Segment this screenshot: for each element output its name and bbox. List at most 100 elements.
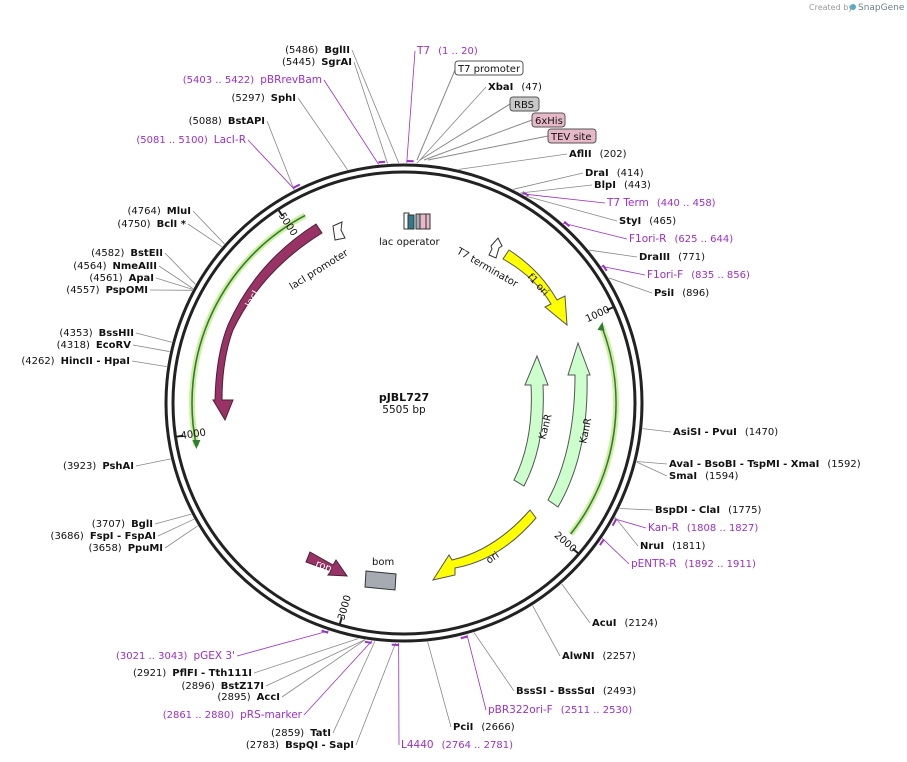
- leader-ppumi: [164, 525, 199, 549]
- site-label-tati[interactable]: (2859)TatI: [271, 728, 331, 739]
- site-label-sphi[interactable]: (5297)SphI: [232, 93, 296, 104]
- site-label-bsshii[interactable]: (4353)BssHII: [59, 328, 134, 339]
- site-label-acci[interactable]: (2895)AccI: [217, 692, 280, 703]
- site-label-f1ori-f[interactable]: F1ori-F(835 .. 856): [647, 269, 750, 281]
- site-label-bspdi-clai[interactable]: BspDI - ClaI(1775): [655, 505, 761, 516]
- site-label-prs-marker[interactable]: (2861 .. 2880)pRS-marker: [163, 709, 303, 721]
- tick-label-1000: 1000: [584, 304, 612, 325]
- site-text-kan-r: Kan-R(1808 .. 1827): [648, 522, 758, 534]
- site-name: PciI: [453, 722, 473, 733]
- site-text-f1ori-f: F1ori-F(835 .. 856): [647, 269, 750, 281]
- site-label-pbr322ori-f[interactable]: pBR322ori-F(2511 .. 2530): [488, 704, 632, 716]
- site-label-t7[interactable]: T7(1 .. 20): [416, 45, 478, 57]
- site-label-smai[interactable]: SmaI(1594): [669, 471, 738, 482]
- site-label-t7-term[interactable]: T7 Term(440 .. 458): [606, 197, 716, 209]
- site-label-kan-r[interactable]: Kan-R(1808 .. 1827): [648, 522, 758, 534]
- site-label-bgli[interactable]: (3707)BglI: [92, 519, 153, 530]
- site-label-nrui[interactable]: NruI(1811): [640, 541, 705, 552]
- site-text-bcli: (4750)BclI *: [117, 219, 186, 230]
- feature-kanr-outer[interactable]: [547, 341, 591, 508]
- rbs-tag[interactable]: [509, 96, 540, 112]
- site-text-ppumi: (3658)PpuMI: [88, 543, 163, 554]
- site-name: BstAPI: [228, 116, 265, 127]
- site-label-styi[interactable]: StyI(465): [619, 216, 676, 227]
- orf-kanr-arrowhead: [597, 321, 605, 331]
- site-label-bsssi-bsss-i[interactable]: BssSI - BssSαI(2493): [516, 686, 636, 697]
- site-label-asisi-pvui[interactable]: AsiSI - PvuI(1470): [673, 427, 778, 438]
- site-label-sgrai[interactable]: (5445)SgrAI: [282, 57, 352, 68]
- site-label-bglii[interactable]: (5486)BglII: [285, 45, 350, 56]
- site-label-blpi[interactable]: BlpI(443): [594, 180, 651, 191]
- site-label-bcli[interactable]: (4750)BclI *: [117, 219, 186, 230]
- site-position: (2764 .. 2781): [442, 740, 514, 751]
- site-position: (3658): [88, 543, 121, 554]
- site-label-pcii[interactable]: PciI (2666): [453, 722, 515, 733]
- orf-laci-arc[interactable]: [191, 214, 306, 447]
- site-label-avai-bsobi-tspmi-xmai[interactable]: AvaI - BsoBI - TspMI - XmaI(1592): [669, 459, 861, 470]
- leader-blpi: [520, 184, 593, 194]
- leader-xbai: [416, 86, 487, 164]
- site-position: (4262): [21, 356, 54, 367]
- site-label-pgex-3[interactable]: (3021 .. 3043)pGEX 3': [116, 650, 235, 662]
- site-position: (2124): [625, 618, 658, 629]
- site-label-fspi-fspai[interactable]: (3686)FspI - FspAI: [51, 531, 156, 542]
- site-label-acui[interactable]: AcuI(2124): [592, 618, 658, 629]
- leader-smai: [636, 461, 668, 477]
- his-tag[interactable]: [531, 112, 566, 128]
- feature-laci-promoter[interactable]: [332, 221, 346, 241]
- site-position: (2783): [246, 740, 279, 751]
- site-label-ecorv[interactable]: (4318)EcoRV: [57, 340, 132, 351]
- site-label-mlui[interactable]: (4764)MluI: [128, 206, 191, 217]
- feature-laci[interactable]: [212, 223, 323, 422]
- site-label-pbrrevbam[interactable]: (5403 .. 5422)pBRrevBam: [183, 74, 322, 86]
- site-label-pflfi-tth111i[interactable]: (2921)PflFI - Tth111I: [133, 668, 252, 679]
- site-label-alwni[interactable]: AlwNI(2257): [562, 651, 636, 662]
- feature-rop[interactable]: [305, 551, 348, 577]
- site-label-l4440[interactable]: L4440(2764 .. 2781): [401, 739, 513, 751]
- leader-bcli: [187, 223, 223, 248]
- feature-rbs-box: [415, 213, 421, 230]
- site-label-apai[interactable]: (4561)ApaI: [89, 273, 154, 284]
- site-label-hincii-hpai[interactable]: (4262)HincII - HpaI: [21, 356, 130, 367]
- site-name: DraIII: [639, 252, 670, 263]
- feature-f1-ori[interactable]: [502, 249, 568, 327]
- feature-t7-terminator[interactable]: [488, 237, 503, 259]
- orf-kanr-arc[interactable]: [570, 325, 617, 535]
- site-position: (5297): [232, 93, 265, 104]
- tev-tag[interactable]: [547, 128, 597, 144]
- site-label-bspqi-sapi[interactable]: (2783)BspQI - SapI: [246, 740, 354, 751]
- site-label-pentr-r[interactable]: pENTR-R(1892 .. 1911): [631, 558, 756, 570]
- feature-kanr-inner[interactable]: [513, 354, 549, 487]
- site-label-bstz17i[interactable]: (2896)BstZ17I: [181, 681, 264, 692]
- leader-sphi: [297, 97, 348, 170]
- feature-ori[interactable]: [431, 509, 537, 581]
- feature-bom[interactable]: [364, 570, 397, 591]
- t7-promoter-tag[interactable]: [454, 60, 524, 76]
- primer-mark-kan-r: [611, 519, 617, 527]
- site-label-f1ori-r[interactable]: F1ori-R(625 .. 644): [629, 233, 733, 245]
- site-position: (2666): [481, 722, 514, 733]
- site-position: (625 .. 644): [674, 234, 733, 245]
- site-label-nmeaiii[interactable]: (4564)NmeAIII: [73, 261, 157, 272]
- site-name: BglII: [324, 45, 350, 56]
- site-label-pshai[interactable]: (3923)PshAI: [63, 461, 134, 472]
- tick-label-4000: 4000: [180, 427, 207, 442]
- site-label-bstapi[interactable]: (5088)BstAPI: [189, 116, 265, 127]
- site-label-bsteii[interactable]: (4582)BstEII: [91, 248, 163, 259]
- backbone-outer: [164, 163, 644, 643]
- site-text-drai: DraI(414): [585, 168, 644, 179]
- site-label-xbai[interactable]: XbaI(47): [488, 82, 542, 93]
- leader-pcii: [427, 641, 452, 728]
- rbs-tag-text: RBS: [514, 100, 534, 111]
- site-label-laci-r[interactable]: (5081 .. 5100)LacI-R: [136, 134, 246, 146]
- site-label-pspomi[interactable]: (4557)PspOMI: [66, 285, 148, 296]
- site-label-aflii[interactable]: AflII(202): [569, 149, 627, 160]
- site-text-bsshii: (4353)BssHII: [59, 328, 134, 339]
- site-name: EcoRV: [96, 340, 131, 351]
- site-label-drai[interactable]: DraI(414): [585, 168, 644, 179]
- site-label-psii[interactable]: PsiI(896): [654, 288, 709, 299]
- site-label-draiii[interactable]: DraIII(771): [639, 252, 705, 263]
- credit-brand: SnapGene: [858, 3, 905, 13]
- site-label-ppumi[interactable]: (3658)PpuMI: [88, 543, 163, 554]
- site-name: LacI-R: [214, 134, 246, 146]
